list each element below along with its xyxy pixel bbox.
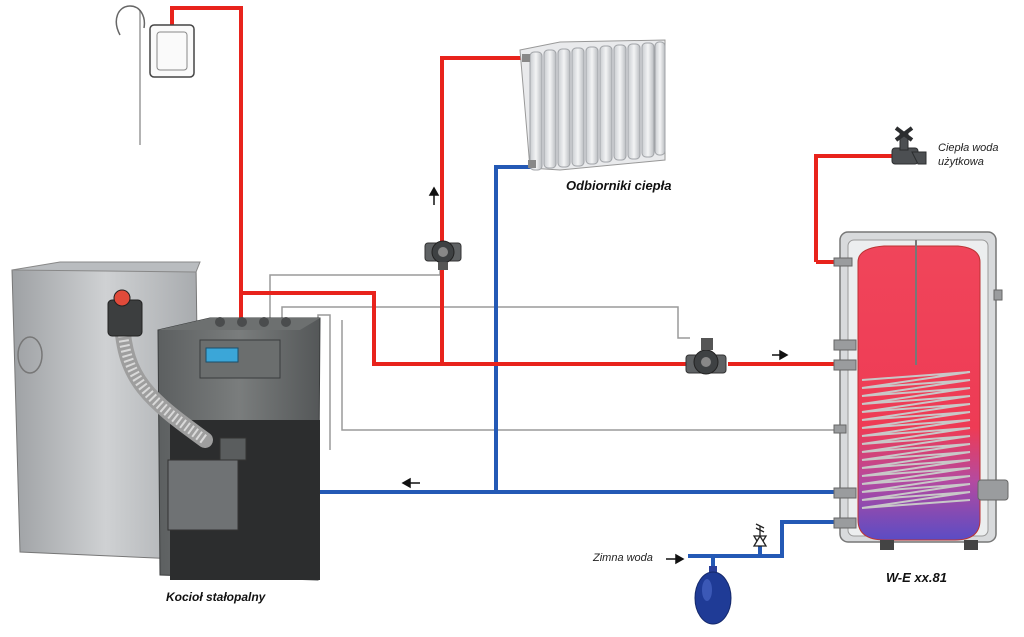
- faucet-icon: [891, 126, 927, 165]
- pump-tank-icon: [685, 338, 727, 375]
- boiler-label: Kocioł stałopalny: [166, 590, 266, 604]
- room-controller-icon: [115, 5, 195, 78]
- cold-water-label: Zimna woda: [593, 552, 653, 564]
- supply-pipes: [170, 6, 892, 366]
- tank-model-label: W-E xx.81: [886, 570, 947, 585]
- boiler: [11, 261, 321, 581]
- return-pipes: [318, 165, 840, 570]
- hot-water-label-line2: użytkowa: [938, 156, 984, 168]
- heat-receivers-label: Odbiorniki ciepła: [566, 178, 672, 193]
- expansion-vessel-icon: [694, 566, 732, 625]
- radiator-icon: [519, 39, 666, 171]
- hot-water-label-line1: Ciepła woda: [938, 142, 999, 154]
- safety-valve-icon: [752, 523, 768, 548]
- flow-arrows: [401, 186, 789, 565]
- water-tank: [833, 231, 1009, 550]
- pump-radiator-icon: [424, 240, 462, 270]
